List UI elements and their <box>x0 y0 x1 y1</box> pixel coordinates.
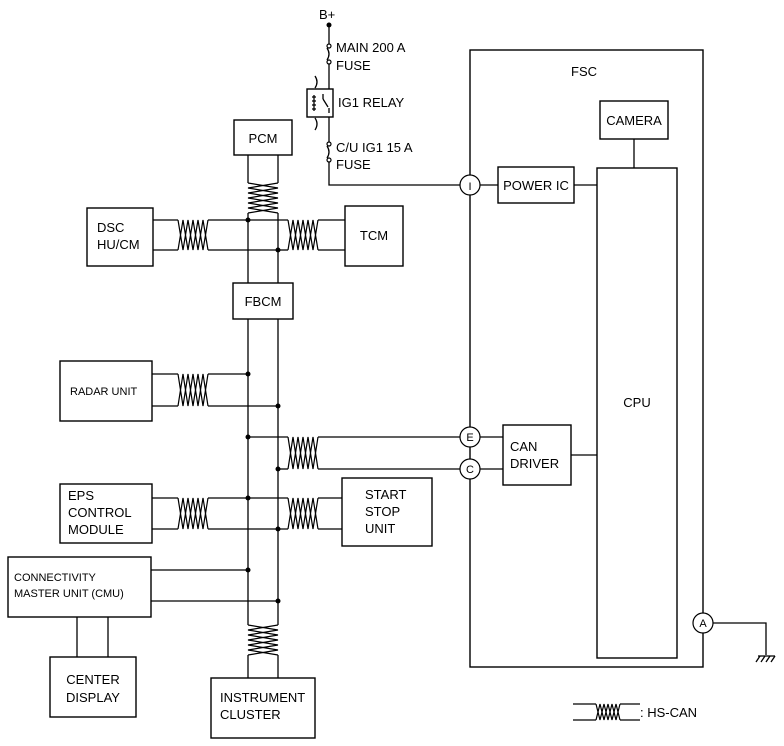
terminal-c <box>459 458 481 480</box>
tcm-box <box>344 205 404 267</box>
eps-label-3: MODULE <box>68 522 124 537</box>
terminal-e-label: E <box>466 432 473 444</box>
tcm-twisted-pair <box>287 219 319 251</box>
center-display-label-2: DISPLAY <box>66 690 120 705</box>
instrument-cluster-label-2: CLUSTER <box>220 707 281 722</box>
cu-fuse-label-2: FUSE <box>336 157 371 172</box>
power-ic-label: POWER IC <box>503 178 569 193</box>
radar-unit-label: RADAR UNIT <box>70 386 138 398</box>
cu-fuse-terminal-bottom <box>326 157 332 163</box>
cmu-label-1: CONNECTIVITY <box>14 572 97 584</box>
main-fuse-terminal-bottom <box>326 59 332 65</box>
pcm-box <box>233 119 293 156</box>
can-driver-box <box>502 424 572 486</box>
instrument-cluster-label-1: INSTRUMENT <box>220 690 305 705</box>
cmu-label-2: MASTER UNIT (CMU) <box>14 588 124 600</box>
pcm-twisted-pair <box>247 182 279 214</box>
eps-box <box>59 483 153 544</box>
cu-fuse-label-1: C/U IG1 15 A <box>336 140 413 155</box>
terminal-i-label: I <box>468 181 471 193</box>
eps-twisted-pair <box>177 497 209 530</box>
fbcm-box <box>232 282 294 320</box>
cpu-label: CPU <box>623 395 650 410</box>
dsc-label-1: DSC <box>97 220 124 235</box>
tcm-label: TCM <box>360 228 388 243</box>
instrument-cluster-box <box>210 677 316 739</box>
legend-label: : HS-CAN <box>640 705 697 720</box>
main-fuse-label-2: FUSE <box>336 58 371 73</box>
fbcm-label: FBCM <box>245 294 282 309</box>
eps-label-1: EPS <box>68 488 94 503</box>
fsc-title: FSC <box>571 64 597 79</box>
pcm-label: PCM <box>249 131 278 146</box>
dsc-box <box>86 207 154 267</box>
center-display-label-1: CENTER <box>66 672 119 687</box>
power-ic-box <box>497 166 575 204</box>
terminal-e <box>459 426 481 448</box>
can-driver-label-1: CAN <box>510 439 537 454</box>
cmu-box <box>7 556 152 618</box>
ground-icon <box>755 655 776 663</box>
terminal-c-label: C <box>466 464 474 476</box>
main-fuse-label-1: MAIN 200 A <box>336 40 406 55</box>
camera-label: CAMERA <box>606 113 662 128</box>
start-stop-box <box>341 477 433 547</box>
dsc-twisted-pair <box>177 219 209 251</box>
b-plus-label: B+ <box>319 7 335 22</box>
radar-twisted-pair <box>177 373 209 407</box>
cpu-box <box>596 167 678 659</box>
instrument-twisted-pair <box>247 624 279 656</box>
eps-label-2: CONTROL <box>68 505 132 520</box>
start-stop-label-2: STOP <box>365 504 400 519</box>
start-stop-twisted-pair <box>287 497 319 530</box>
can-driver-label-2: DRIVER <box>510 456 559 471</box>
main-fuse-terminal-top <box>326 43 332 49</box>
ig1-relay-label: IG1 RELAY <box>338 95 405 110</box>
dsc-label-2: HU/CM <box>97 237 140 252</box>
center-display-box <box>49 656 137 718</box>
radar-unit-box <box>59 360 153 422</box>
fsc-twisted-pair <box>287 436 319 470</box>
legend-hs-can-symbol <box>573 703 640 721</box>
terminal-i <box>459 174 481 196</box>
terminal-a-label: A <box>699 618 707 630</box>
start-stop-label-1: START <box>365 487 406 502</box>
start-stop-label-3: UNIT <box>365 521 395 536</box>
cu-fuse-terminal-top <box>326 141 332 147</box>
